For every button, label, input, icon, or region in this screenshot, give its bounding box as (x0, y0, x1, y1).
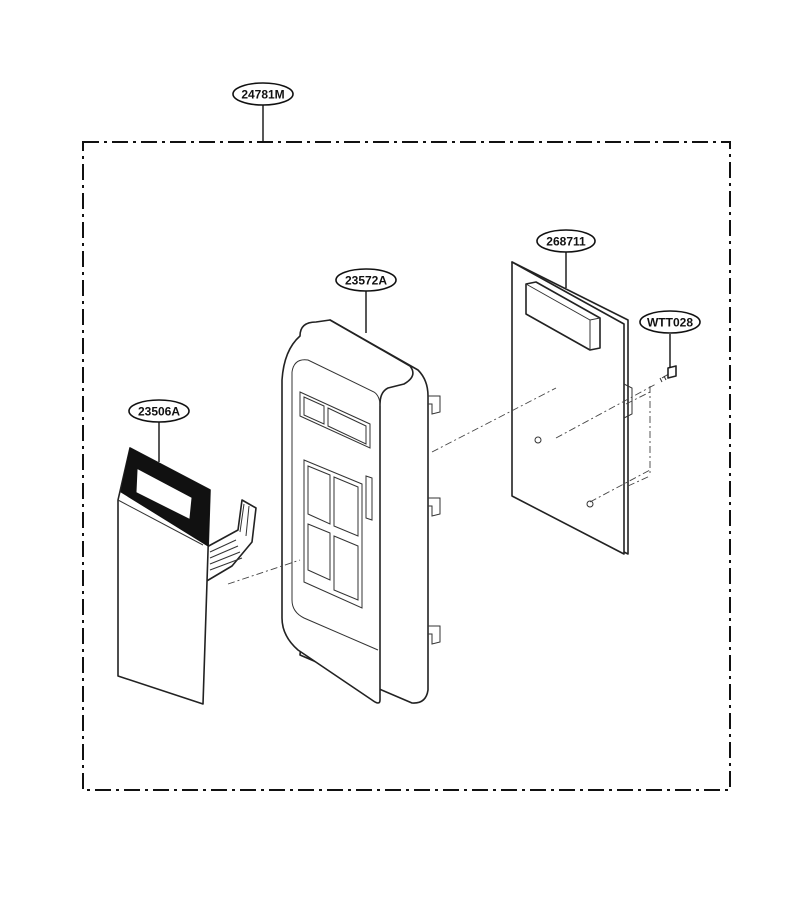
pcb-mounting-hole (534, 436, 542, 444)
control-panel-part[interactable] (281, 319, 441, 704)
panel-keypad-grid (303, 459, 363, 609)
callout-pcb[interactable]: 268711 (536, 229, 596, 288)
panel-display-window (299, 391, 371, 449)
callout-screw[interactable]: WTT028 (639, 310, 701, 368)
callout-kit[interactable]: 24781M (232, 82, 294, 142)
callout-pcb-label: 268711 (546, 235, 586, 249)
membrane-switch-part[interactable] (117, 447, 257, 705)
callout-screw-label: WTT028 (647, 316, 693, 330)
pcb-display-module (525, 281, 601, 351)
membrane-display-window (136, 469, 192, 519)
callout-control-panel-label: 23572A (345, 274, 387, 288)
kit-assembly-boundary (82, 141, 731, 791)
callout-kit-label: 24781M (241, 88, 284, 102)
pcb-part[interactable] (511, 261, 633, 555)
callout-control-panel[interactable]: 23572A (335, 268, 397, 333)
callout-membrane-switch[interactable]: 23506A (128, 399, 190, 462)
callout-membrane-switch-label: 23506A (138, 405, 180, 419)
alignment-lines (227, 383, 657, 585)
pcb-mounting-hole (586, 500, 594, 508)
screw-part[interactable] (659, 365, 677, 383)
